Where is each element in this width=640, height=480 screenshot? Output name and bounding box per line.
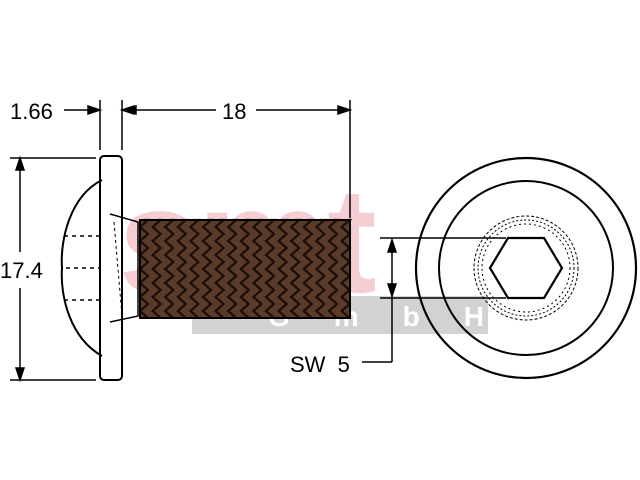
- thread-ridge: [302, 218, 315, 319]
- thread-ridge: [201, 218, 214, 319]
- thread-ridge: [150, 218, 164, 319]
- head-dome: [60, 179, 103, 357]
- thread-ridge: [176, 218, 189, 319]
- thread-ridge: [314, 218, 328, 319]
- thread-ridge: [163, 218, 177, 319]
- thread-ridge: [289, 218, 303, 319]
- dimension-socket-size: [362, 237, 506, 363]
- socket-taper: [109, 213, 139, 323]
- head-outer-circle: [414, 156, 638, 380]
- thread-ridge: [239, 218, 252, 319]
- thread-ridge: [264, 218, 277, 319]
- thread-ridge: [226, 218, 240, 319]
- thread: [138, 218, 353, 319]
- head-inner-circle: [438, 180, 614, 356]
- head-thickness-label: 1.66: [10, 99, 53, 124]
- thread-ridge: [188, 218, 202, 319]
- thread-ridge: [276, 218, 290, 319]
- dimension-head-thickness: [64, 100, 135, 150]
- thread-ridge: [138, 218, 151, 319]
- screw-front-view: [414, 156, 638, 380]
- screw-side-view: [60, 155, 139, 381]
- thread-ridge: [339, 218, 353, 319]
- socket-chamfer-circle: [473, 215, 579, 321]
- dimension-thread-length: [121, 100, 353, 218]
- thread-ridges: [138, 218, 353, 319]
- thread-ridge: [327, 218, 340, 319]
- hex-socket: [488, 236, 564, 300]
- thread-length-label: 18: [222, 99, 246, 124]
- socket-hidden-lines: [64, 235, 100, 301]
- thread-ridge: [213, 218, 227, 319]
- dimension-head-diameter: [10, 155, 96, 383]
- socket-size-label: SW 5: [290, 352, 350, 377]
- head-diameter-label: 17.4: [0, 258, 43, 283]
- thread-ridge: [251, 218, 265, 319]
- head-flange: [99, 155, 123, 381]
